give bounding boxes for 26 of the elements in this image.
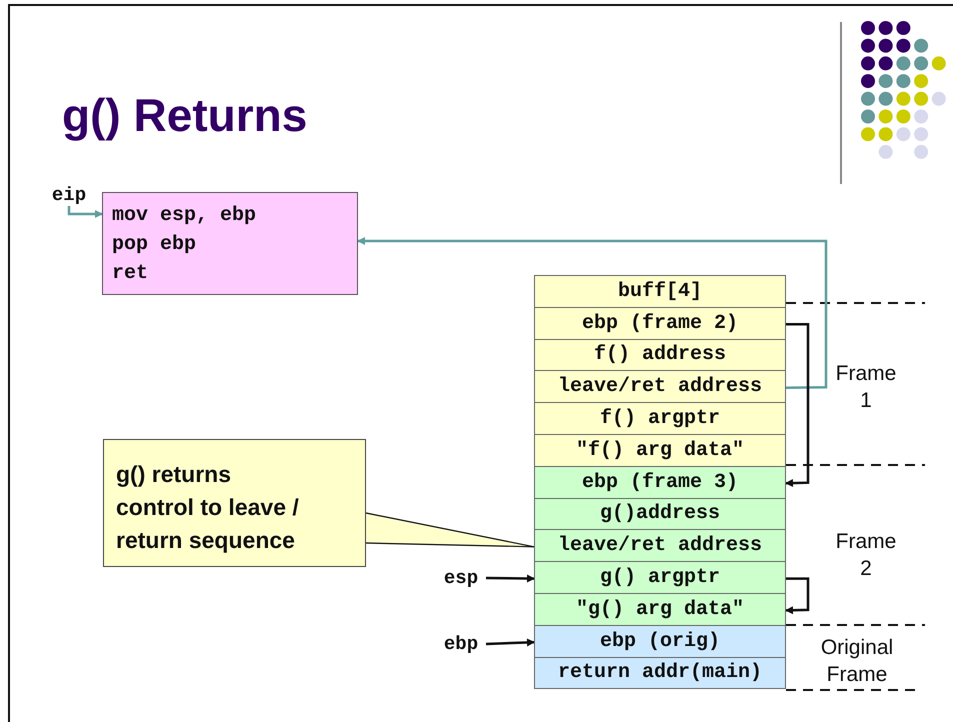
- register-label: esp: [436, 567, 486, 589]
- frame-label: Frame 2: [834, 529, 898, 582]
- stack-cell: ebp (orig): [534, 624, 786, 658]
- register-label: ebp: [436, 633, 486, 655]
- stack-cell: ebp (frame 3): [534, 466, 786, 499]
- callout-box: [103, 439, 366, 567]
- slide-title: g() Returns: [62, 88, 308, 142]
- frame-label: Original Frame: [820, 635, 894, 688]
- code-line: mov esp, ebp: [112, 203, 258, 228]
- stack-cell: "g() arg data": [534, 593, 786, 626]
- stack-cell: leave/ret address: [534, 529, 786, 562]
- stack-cell: f() address: [534, 338, 786, 372]
- frame-label: Frame 1: [834, 361, 898, 414]
- stack-cell: "f() arg data": [534, 434, 786, 467]
- callout-text: g() returns control to leave / return sequence: [116, 460, 300, 555]
- stack-cell: ebp (frame 2): [534, 306, 786, 340]
- register-label: eip: [46, 184, 92, 206]
- stack-cell: return addr(main): [534, 656, 786, 690]
- stack-cell: g() argptr: [534, 561, 786, 594]
- code-line: pop ebp: [112, 232, 198, 257]
- stack-cell: f() argptr: [534, 402, 786, 435]
- stack-cell: leave/ret address: [534, 370, 786, 404]
- stack-cell: g()address: [534, 498, 786, 530]
- code-line: ret: [112, 261, 150, 286]
- code-box: [102, 192, 358, 295]
- stack-cell: buff[4]: [534, 275, 786, 308]
